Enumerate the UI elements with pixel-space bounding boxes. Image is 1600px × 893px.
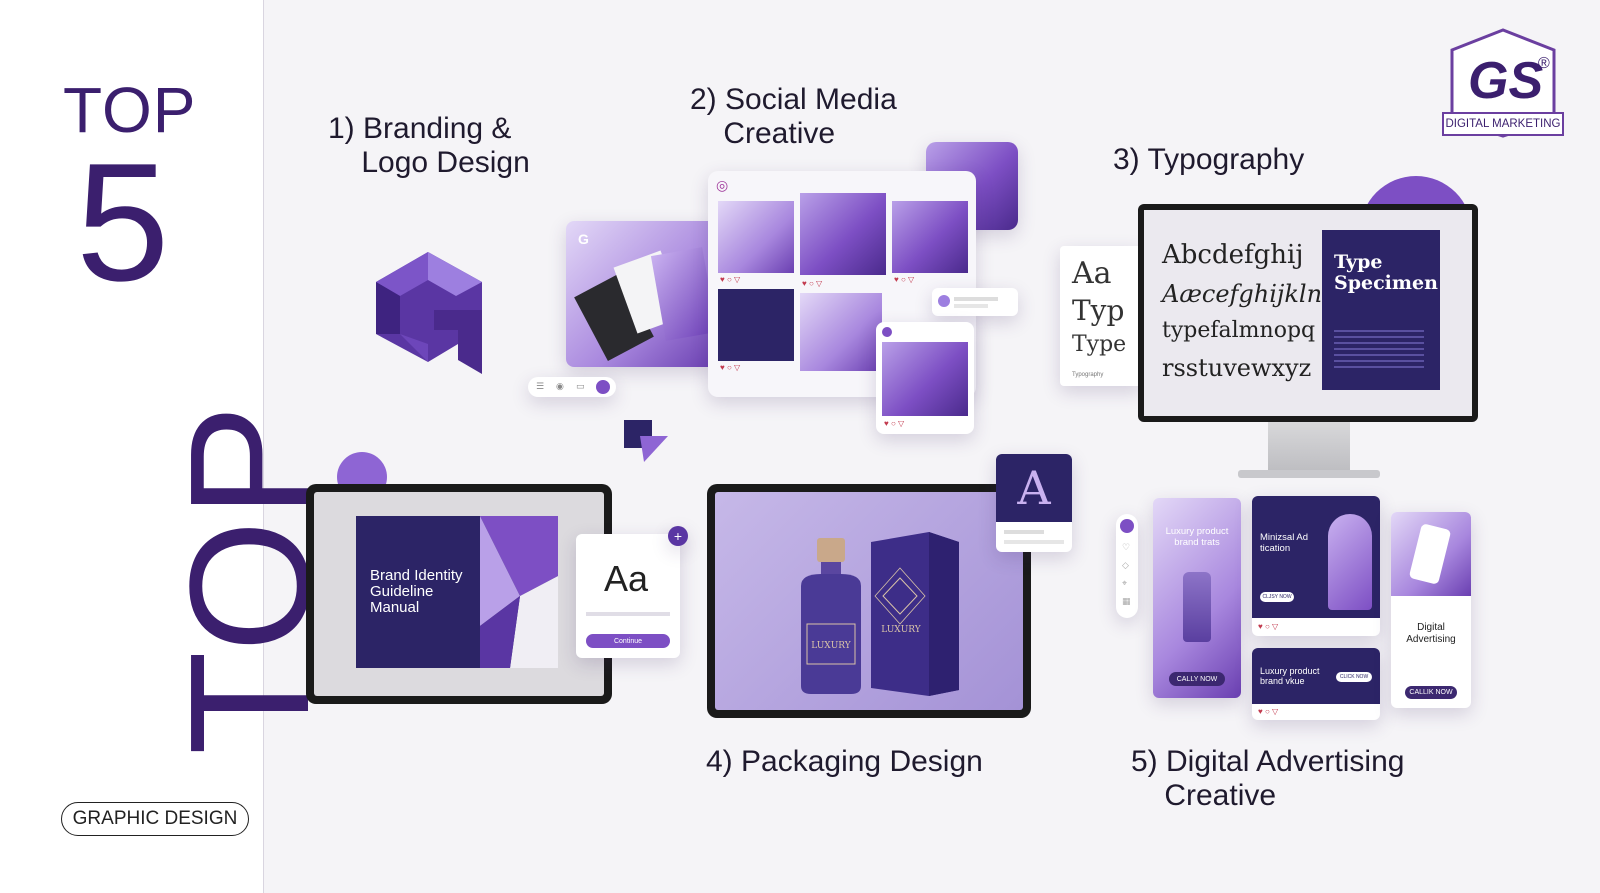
instagram-icon[interactable]: ◎ [716, 177, 729, 193]
font-sample: Aa [604, 558, 649, 599]
ad-card-4-button[interactable]: CALLIK NOW [1405, 686, 1457, 699]
heading-packaging: 4) Packaging Design [706, 745, 983, 778]
monitor-foot [1238, 470, 1380, 478]
desktop-monitor: Abcdefghij Aæcefghijkln typefalmnopq rss… [1138, 204, 1478, 422]
ad-card-3-button[interactable]: CLICK NOW [1336, 672, 1372, 682]
monitor-stand [1268, 422, 1350, 472]
g-hexagon-logo-icon [376, 252, 482, 374]
heading-branding: 1) Branding & Logo Design [328, 112, 530, 179]
gs-monogram: GS [1468, 52, 1543, 110]
graphic-design-pill: GRAPHIC DESIGN [61, 802, 249, 836]
top-number: 5 [76, 128, 170, 316]
folder-icon[interactable]: ▭ [576, 381, 585, 391]
like-icon[interactable]: ♥ ○ ▽ [884, 419, 905, 428]
font-glyph-card: A [996, 454, 1072, 552]
stationery-mockup: G [566, 221, 718, 367]
specimen-line-1: Abcdefghij [1162, 240, 1304, 270]
packaging-screen: LUXURY LUXURY [715, 492, 1023, 710]
top-title-word: TOP [63, 74, 197, 146]
g-mark-icon: G [578, 231, 589, 247]
post-image[interactable] [882, 342, 968, 416]
post-thumb-4[interactable] [718, 289, 794, 361]
like-icon[interactable]: ♥ ○ ▽ [802, 279, 823, 288]
side-line-1: Aa [1072, 256, 1112, 291]
menu-icon[interactable]: ☰ [536, 381, 545, 391]
bottle-label: LUXURY [811, 641, 852, 651]
specimen-line-2: Aæcefghijkln [1162, 280, 1323, 308]
phone-post-card: ♥ ○ ▽ [876, 322, 974, 434]
add-icon[interactable]: + [668, 526, 688, 546]
comment-line [954, 304, 988, 308]
ad-card-2[interactable]: Minizsal Ad tication CLJSY NOW ♥ ○ ▽ [1252, 496, 1380, 636]
brand-tablet-screen: Brand Identity Guideline Manual [314, 492, 604, 696]
post-thumb-3[interactable] [892, 201, 968, 273]
glyph-line [1004, 540, 1064, 544]
book-body-lines [1334, 330, 1424, 370]
like-icon[interactable]: ♥ ○ ▽ [1258, 707, 1279, 716]
heart-icon[interactable]: ♡ [1122, 542, 1131, 552]
side-label: Typography [1072, 372, 1104, 378]
ad-card-2-art [1328, 514, 1372, 610]
post-thumb-2[interactable] [800, 193, 886, 275]
book-geometric-art [480, 516, 558, 668]
brand-manual-title: Brand Identity Guideline Manual [370, 567, 463, 616]
specimen-line-4: rsstuvewxyz [1162, 354, 1312, 382]
ad-card-4[interactable]: Digital Advertising CALLIK NOW [1391, 512, 1471, 708]
ad-card-2-button[interactable]: CLJSY NOW [1260, 592, 1294, 602]
ad-card-1-button[interactable]: CALLY NOW [1169, 672, 1225, 686]
font-card: Aa Continue [576, 534, 680, 658]
ad-card-3-title: Luxury product brand vkue [1260, 666, 1320, 686]
avatar-icon [882, 327, 892, 337]
post-thumb-1[interactable] [718, 201, 794, 273]
comment-card [932, 288, 1018, 316]
like-icon[interactable]: ♥ ○ ▽ [1258, 622, 1279, 631]
post-thumb-5[interactable] [800, 293, 882, 371]
avatar-icon [938, 295, 950, 307]
heading-advertising: 5) Digital Advertising Creative [1131, 745, 1405, 812]
continue-button[interactable]: Continue [586, 634, 670, 648]
packaging-tablet: LUXURY LUXURY [707, 484, 1031, 718]
comment-line [954, 297, 998, 301]
box-label: LUXURY [881, 625, 922, 635]
active-dot-icon[interactable] [596, 380, 610, 394]
font-line [586, 612, 670, 616]
side-line-2: Typ [1072, 294, 1125, 327]
ads-sidebar: ♡ ◇ ⌖ ▦ [1116, 514, 1138, 618]
left-panel: TOP 5 TOP GRAPHIC DESIGN [0, 0, 345, 893]
brand-tablet: Brand Identity Guideline Manual [306, 484, 612, 704]
like-icon[interactable]: ♥ ○ ▽ [720, 275, 741, 284]
grid-icon[interactable]: ▦ [1122, 596, 1131, 606]
heading-typography: 3) Typography [1113, 143, 1305, 176]
brand-manual-book: Brand Identity Guideline Manual [356, 516, 558, 668]
ad-card-1[interactable]: Luxury product brand trats CALLY NOW [1153, 498, 1241, 698]
perfume-box-icon: LUXURY [871, 532, 959, 696]
heading-social-media: 2) Social Media Creative [690, 83, 897, 150]
ad-card-1-title: Luxury product brand trats [1165, 526, 1229, 548]
like-icon[interactable]: ♥ ○ ▽ [894, 275, 915, 284]
tag-icon[interactable]: ◇ [1122, 560, 1129, 570]
type-side-card: Aa Typ Type Typography [1060, 246, 1142, 386]
glyph-sample: A [996, 454, 1072, 522]
shape-accent-icon [624, 420, 668, 462]
ad-card-3[interactable]: Luxury product brand vkue CLICK NOW ♥ ○ … [1252, 648, 1380, 720]
monitor-screen: Abcdefghij Aæcefghijkln typefalmnopq rss… [1144, 210, 1472, 416]
like-icon[interactable]: ♥ ○ ▽ [720, 363, 741, 372]
perfume-bottle-icon: LUXURY [801, 538, 861, 694]
toolbar-pill[interactable]: ☰ ◉ ▭ [528, 377, 616, 397]
type-specimen-book: Type Specimen [1322, 230, 1440, 390]
camera-icon[interactable]: ◉ [556, 381, 564, 391]
gs-caption: DIGITAL MARKETING [1442, 112, 1564, 136]
ad-card-2-title: Minizsal Ad tication [1260, 532, 1309, 554]
bottle-icon [1183, 572, 1211, 642]
specimen-line-3: typefalmnopq [1162, 318, 1316, 343]
registered-mark: ® [1538, 55, 1550, 72]
pin-icon[interactable]: ⌖ [1122, 578, 1128, 588]
side-line-3: Type [1072, 332, 1127, 357]
search-icon[interactable] [1120, 519, 1134, 533]
ad-card-4-title: Digital Advertising [1406, 622, 1456, 645]
glyph-line [1004, 530, 1044, 534]
book-title: Type Specimen [1334, 251, 1438, 294]
